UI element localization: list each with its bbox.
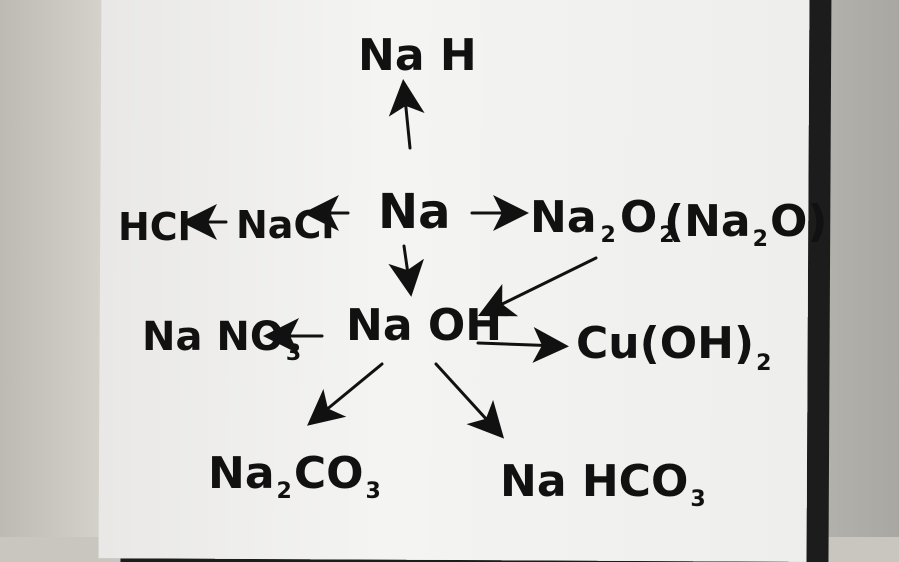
node-hcl: HCl [118, 205, 191, 249]
arrow-naoh-to-nahco3 [434, 362, 505, 439]
node-na2co3: Na2CO3 [208, 448, 381, 504]
node-nah: Na H [358, 30, 477, 81]
arrow-naoh-to-cuoh2 [476, 327, 569, 364]
arrow-na-to-naoh [388, 244, 425, 297]
svg-text:(Na2O): (Na2O) [664, 196, 827, 252]
node-nano3: Na NO3 [142, 314, 301, 366]
node-naoh: Na OH [346, 300, 502, 351]
arrow-na-to-nah [388, 79, 425, 150]
node-nahco3: Na HCO3 [500, 456, 706, 512]
node-nacl: NaCl [236, 203, 334, 247]
node-cuoh2: Cu(OH)2 [576, 318, 771, 376]
arrow-na2o2-to-naoh [477, 256, 598, 317]
node-na: Na [378, 184, 451, 240]
arrow-naoh-to-na2co3 [307, 362, 384, 426]
